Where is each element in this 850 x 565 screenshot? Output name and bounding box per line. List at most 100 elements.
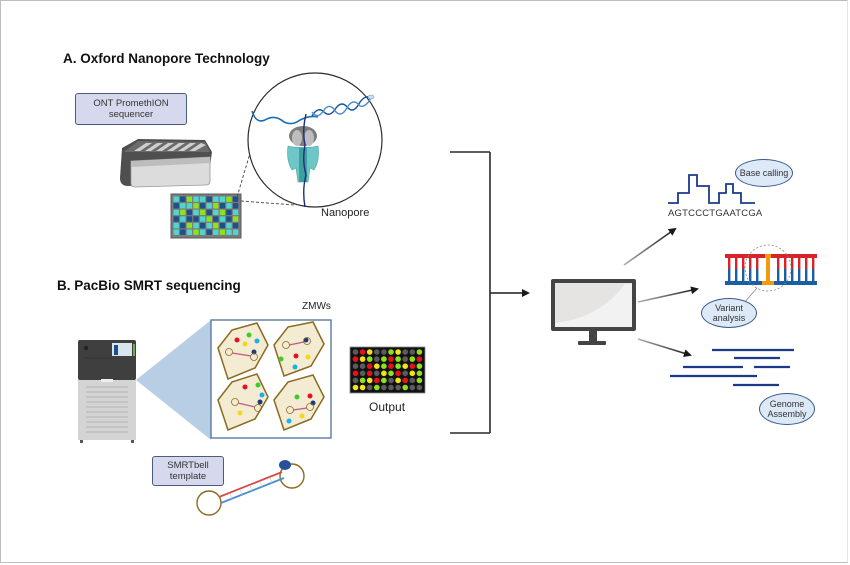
- zoom-projection: [136, 320, 211, 440]
- variant-dna-ladder-icon: [725, 244, 817, 304]
- output-dot: [366, 370, 373, 377]
- output-dot: [359, 384, 366, 391]
- zmw-well-2: [273, 321, 325, 377]
- output-dot: [366, 384, 373, 391]
- output-dot: [416, 349, 423, 355]
- flowcell-cell: [206, 203, 212, 209]
- flowcell-cell: [173, 209, 179, 216]
- genome-assembly-label: Genome Assembly: [759, 393, 815, 425]
- zmw-well-1: [217, 322, 269, 380]
- ont-promethion-label: ONT PromethION sequencer: [75, 93, 187, 125]
- flowcell-cell: [199, 203, 206, 209]
- flowcell-cell: [206, 222, 212, 229]
- ont-label-line2: sequencer: [108, 109, 154, 120]
- flowcell-cell: [206, 216, 212, 222]
- section-a-title: A. Oxford Nanopore Technology: [63, 51, 270, 66]
- flowcell-cell: [226, 229, 232, 235]
- output-dot: [381, 349, 387, 355]
- output-dot: [409, 384, 416, 391]
- flowcell-cell: [232, 229, 239, 235]
- flowcell-cell: [186, 216, 193, 222]
- output-dot: [374, 370, 380, 377]
- flowcell-cell: [180, 196, 186, 202]
- output-dot: [381, 384, 387, 391]
- assembly-label-line1: Genome: [769, 398, 805, 409]
- flowcell-cell: [232, 216, 239, 222]
- flowcell-cell: [180, 229, 186, 235]
- flowcell-cell: [180, 209, 186, 216]
- smrtbell-template-icon: [196, 460, 305, 516]
- ladder-rung-bottom: [812, 269, 815, 281]
- flowcell-cell: [186, 203, 193, 209]
- ladder-rung-top: [742, 258, 745, 269]
- output-dot: [402, 384, 409, 391]
- output-dot: [366, 356, 373, 362]
- ladder-rung-bottom: [728, 269, 731, 281]
- ladder-rung-top: [728, 258, 731, 269]
- output-dot: [409, 356, 416, 362]
- zmw-panel: [210, 319, 332, 439]
- flowcell-cell: [173, 196, 179, 202]
- output-dot: [366, 377, 373, 384]
- flowcell-cell: [226, 203, 232, 209]
- output-dot: [395, 370, 401, 377]
- output-dot: [374, 384, 380, 391]
- output-dot: [352, 384, 359, 391]
- output-dot: [416, 370, 423, 377]
- flowcell-cell: [219, 229, 226, 235]
- output-dot: [388, 363, 394, 370]
- output-dot: [352, 356, 359, 362]
- output-dot: [395, 349, 401, 355]
- ladder-rung-top: [777, 258, 780, 269]
- ladder-rung-bottom: [735, 269, 738, 281]
- flowcell-cell: [219, 203, 226, 209]
- variant-analysis-label: Variant analysis: [701, 298, 757, 328]
- output-dot: [409, 349, 416, 355]
- flowcell-chip: [170, 193, 242, 239]
- ladder-rung-top: [805, 258, 808, 269]
- output-dot: [374, 349, 380, 355]
- flowcell-cell: [232, 209, 239, 216]
- output-dot: [374, 356, 380, 362]
- output-dot: [359, 377, 366, 384]
- flowcell-cell: [180, 222, 186, 229]
- flowcell-cell: [226, 222, 232, 229]
- output-dot: [416, 356, 423, 362]
- flowcell-cell: [226, 196, 232, 202]
- output-dot: [395, 356, 401, 362]
- flowcell-cell: [173, 203, 179, 209]
- arrow-genome-assembly: [637, 338, 692, 358]
- flowcell-cell: [186, 229, 193, 235]
- flowcell-cell: [206, 196, 212, 202]
- output-label: Output: [369, 400, 406, 414]
- ladder-rung-top: [791, 258, 794, 269]
- output-dot: [402, 377, 409, 384]
- ont-label-line1: ONT PromethION: [93, 98, 169, 109]
- flowcell-cell: [193, 222, 199, 229]
- output-dot: [388, 384, 394, 391]
- ladder-rung-top: [756, 258, 759, 269]
- output-dot: [409, 370, 416, 377]
- output-dot: [352, 377, 359, 384]
- flowcell-cell: [213, 203, 219, 209]
- output-dot: [366, 349, 373, 355]
- base-calling-label: Base calling: [735, 159, 793, 187]
- flowcell-cell: [193, 229, 199, 235]
- output-dot: [352, 349, 359, 355]
- flowcell-cell: [180, 216, 186, 222]
- ladder-rung-top: [812, 258, 815, 269]
- output-dot: [359, 349, 366, 355]
- output-dot: [366, 363, 373, 370]
- ladder-rung-top: [749, 258, 752, 269]
- flowcell-cell: [180, 203, 186, 209]
- signal-trace: [668, 174, 755, 204]
- flowcell-cell: [213, 229, 219, 235]
- output-dot: [381, 370, 387, 377]
- flowcell-cell: [226, 216, 232, 222]
- output-dot: [402, 363, 409, 370]
- zmws-label: ZMWs: [302, 301, 331, 312]
- output-dot: [416, 377, 423, 384]
- dna-sequence: AGTCCCTGAATCGA: [668, 208, 763, 219]
